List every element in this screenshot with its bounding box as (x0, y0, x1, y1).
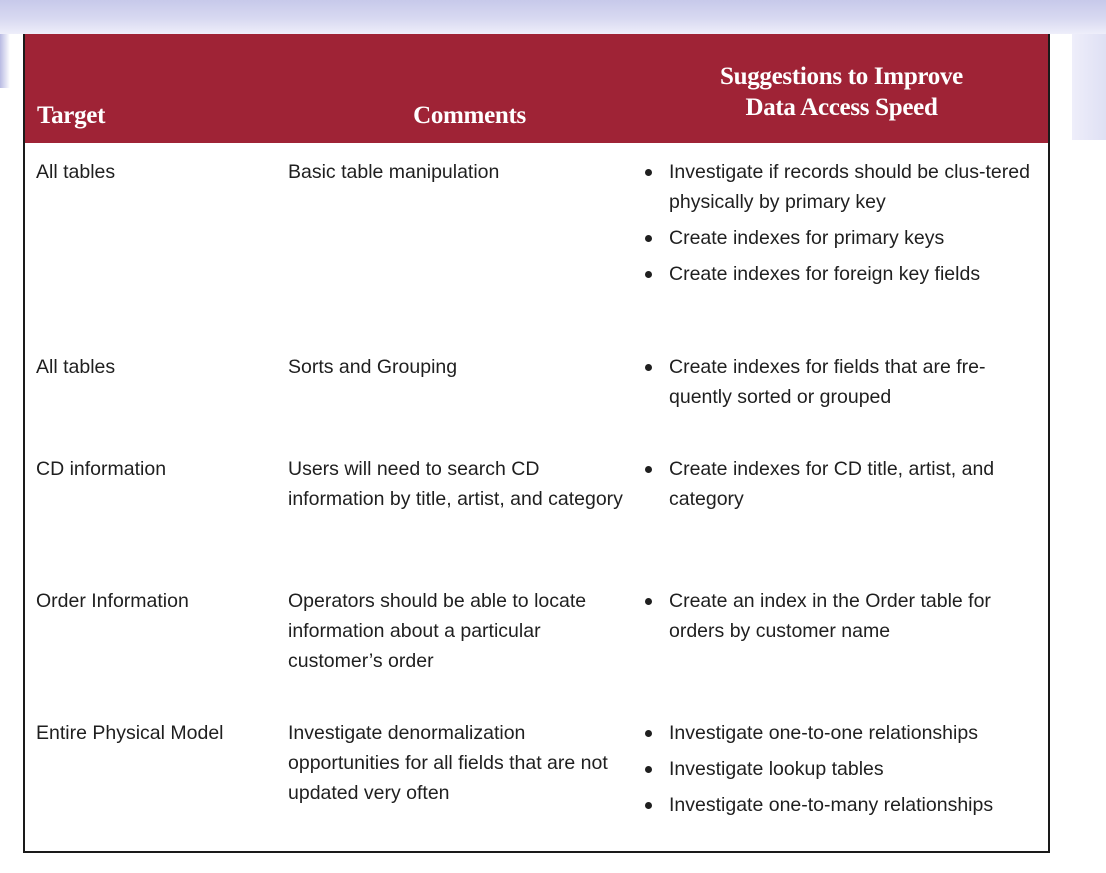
bullet-icon (645, 169, 652, 176)
suggestion-item: Investigate if records should be clus-te… (640, 157, 1040, 217)
suggestion-text: Create indexes for CD title, artist, and… (669, 458, 995, 510)
bullet-icon (645, 598, 652, 605)
row-suggestions: Create indexes for fields that are fre-q… (640, 352, 1040, 418)
suggestion-item: Create indexes for CD title, artist, and… (640, 454, 1040, 514)
bullet-icon (645, 730, 652, 737)
suggestion-item: Create indexes for primary keys (640, 223, 1040, 253)
bullet-icon (645, 466, 652, 473)
row-target: All tables (36, 161, 116, 183)
header-suggestions: Suggestions to Improve Data Access Speed (635, 61, 1048, 123)
suggestion-item: Create an index in the Order table for o… (640, 586, 1040, 646)
slide-right-band (1072, 34, 1106, 140)
header-comments: Comments (413, 102, 526, 129)
row-comment: Basic table manipulation (288, 161, 500, 183)
bullet-icon (645, 271, 652, 278)
bullet-icon (645, 802, 652, 809)
suggestion-item: Create indexes for fields that are fre-q… (640, 352, 1040, 412)
suggestion-text: Investigate one-to-one relationships (669, 722, 978, 744)
suggestion-text: Investigate one-to-many relationships (669, 794, 994, 816)
bullet-icon (645, 766, 652, 773)
suggestion-text: Create indexes for fields that are fre-q… (669, 356, 986, 408)
slide-left-shadow (0, 34, 10, 88)
row-comment: Operators should be able to locate infor… (288, 590, 587, 672)
row-suggestions: Investigate if records should be clus-te… (640, 157, 1040, 295)
slide-top-band (0, 0, 1106, 34)
bullet-icon (645, 235, 652, 242)
header-target: Target (37, 102, 106, 129)
row-target: Order Information (36, 590, 189, 612)
row-comment: Users will need to search CD information… (288, 458, 623, 510)
header-suggestions-line2: Data Access Speed (745, 94, 938, 121)
row-suggestions: Create an index in the Order table for o… (640, 586, 1040, 652)
row-comment: Investigate denormalization opportunitie… (288, 722, 608, 804)
suggestion-text: Create an index in the Order table for o… (669, 590, 991, 642)
suggestion-item: Investigate lookup tables (640, 754, 1040, 784)
bullet-icon (645, 364, 652, 371)
suggestion-item: Investigate one-to-many relationships (640, 790, 1040, 820)
row-suggestions: Create indexes for CD title, artist, and… (640, 454, 1040, 520)
row-target: CD information (36, 458, 167, 480)
suggestion-item: Investigate one-to-one relationships (640, 718, 1040, 748)
row-suggestions: Investigate one-to-one relationships Inv… (640, 718, 1040, 826)
suggestion-text: Create indexes for foreign key fields (669, 263, 981, 285)
suggestion-text: Investigate lookup tables (669, 758, 884, 780)
table-header: Target Comments Suggestions to Improve D… (25, 34, 1048, 143)
row-target: Entire Physical Model (36, 722, 224, 744)
index-suggestions-table: Target Comments Suggestions to Improve D… (23, 34, 1050, 853)
header-suggestions-line1: Suggestions to Improve (720, 63, 963, 90)
suggestion-item: Create indexes for foreign key fields (640, 259, 1040, 289)
suggestion-text: Create indexes for primary keys (669, 227, 945, 249)
suggestion-text: Investigate if records should be clus-te… (669, 161, 1030, 213)
row-comment: Sorts and Grouping (288, 356, 458, 378)
row-target: All tables (36, 356, 116, 378)
